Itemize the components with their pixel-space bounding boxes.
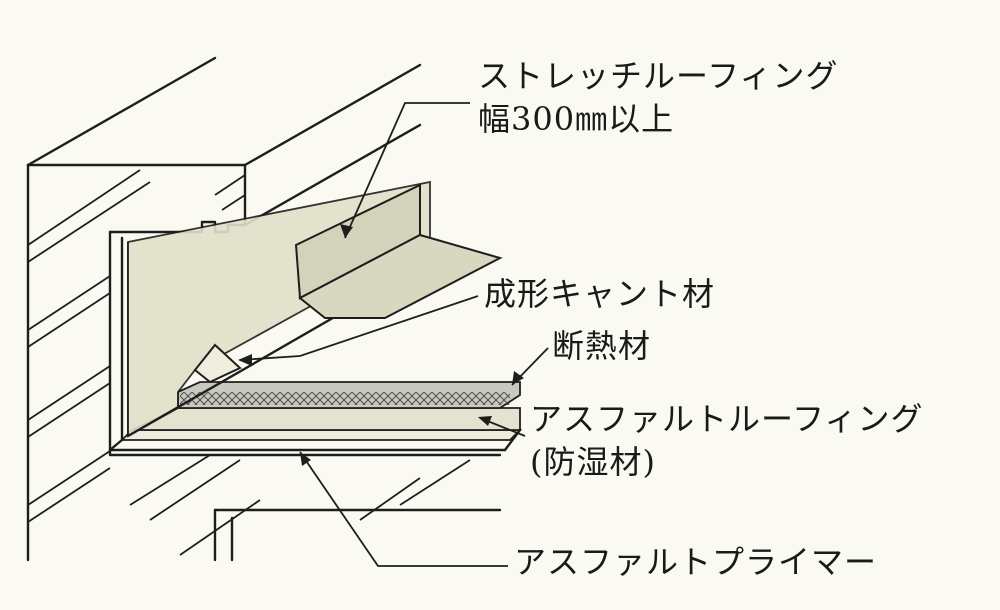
- lower-slab: [108, 448, 502, 562]
- label-stretch-roofing-width: 幅300㎜以上: [478, 100, 675, 138]
- label-stretch-roofing: ストレッチルーフィング: [478, 57, 839, 95]
- parapet-inner-face: [108, 230, 129, 452]
- stretch-roofing-flat: [298, 233, 503, 319]
- label-asphalt-primer: アスファルトプライマー: [514, 543, 878, 581]
- insulation-crosshatch: [180, 392, 510, 405]
- label-asphalt-roofing-note: (防湿材): [530, 443, 656, 481]
- cant-strip: [193, 343, 242, 384]
- label-cant-strip: 成形キャント材: [484, 275, 716, 313]
- leader-cant-strip: [239, 295, 479, 361]
- asphalt-roofing-layer: [131, 407, 521, 431]
- label-asphalt-roofing: アスファルトルーフィング: [530, 400, 924, 438]
- wall-hatch: [27, 169, 246, 523]
- asphalt-primer-layer: [119, 429, 523, 441]
- leader-stretch-roofing: [344, 102, 470, 239]
- leader-asphalt-primer: [299, 451, 508, 567]
- label-insulation: 断熱材: [552, 327, 652, 365]
